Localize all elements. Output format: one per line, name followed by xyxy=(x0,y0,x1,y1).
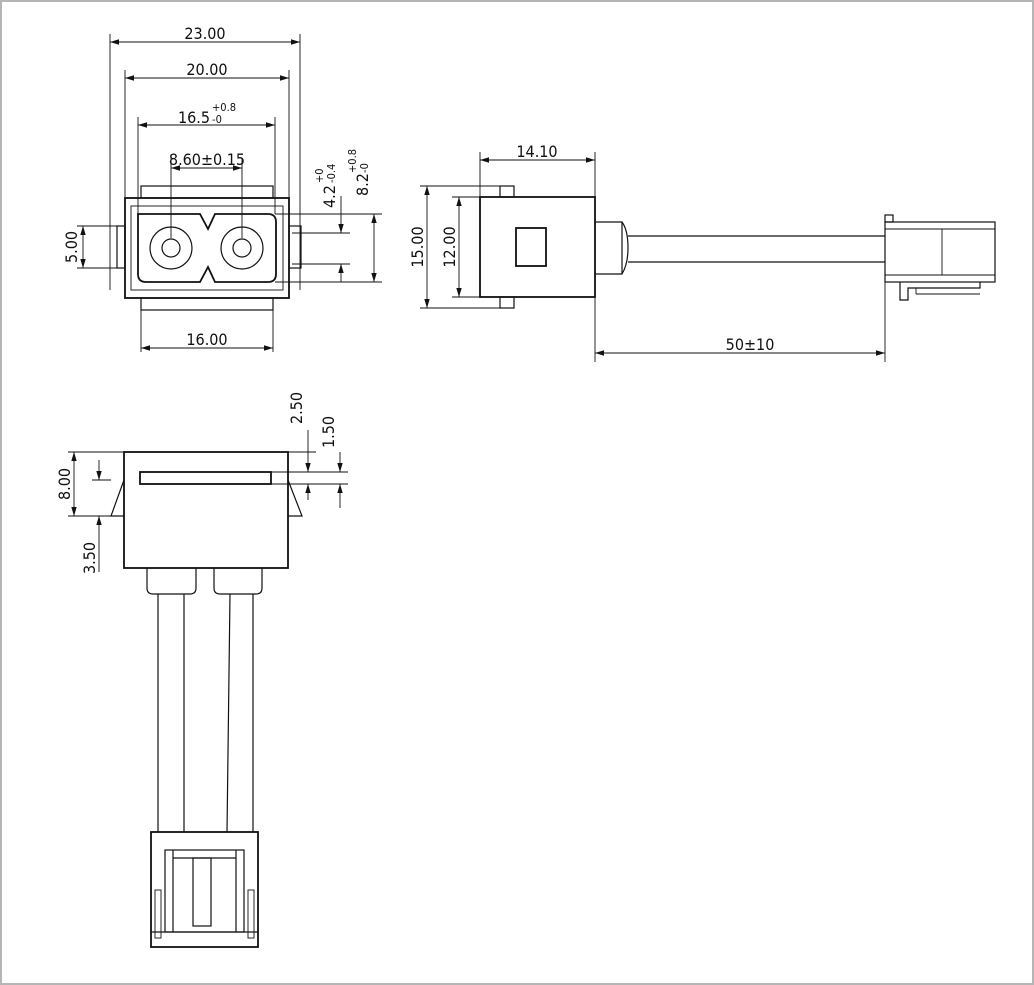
dim-cavity-height: 8.2 xyxy=(353,173,372,196)
top-slot xyxy=(139,471,272,485)
side-window xyxy=(515,227,547,267)
side-terminal-pin xyxy=(884,214,894,223)
top-boot-right xyxy=(213,568,263,595)
dim-latch-position: 8.00 xyxy=(55,468,74,500)
side-housing xyxy=(479,196,596,298)
front-inner-flange xyxy=(130,205,284,291)
dim-inner-width: 16.5 xyxy=(178,108,210,127)
top-boot-left xyxy=(146,568,197,595)
side-top-latch xyxy=(499,185,515,198)
dim-cavity-height-tol-lower: -0 xyxy=(358,163,371,173)
dim-housing-length: 14.10 xyxy=(516,142,557,161)
front-left-key xyxy=(116,225,126,269)
dim-inner-width-tol-lower: -0 xyxy=(212,113,222,126)
top-right-latch xyxy=(287,479,303,517)
top-housing xyxy=(123,451,289,569)
front-pin-left-inner xyxy=(161,238,181,258)
front-bottom-tab xyxy=(140,297,274,311)
front-view: 23.00 20.00 16.5 +0.8 -0 8.60±0.15 4.2 +… xyxy=(62,24,382,352)
side-terminal-latch xyxy=(899,282,981,301)
front-pin-right-inner xyxy=(232,238,252,258)
top-terminal-outer xyxy=(150,831,259,948)
dim-body-height: 12.00 xyxy=(440,226,459,267)
dim-latch-length: 3.50 xyxy=(80,542,99,574)
top-cable-right xyxy=(226,593,254,833)
dim-overall-height: 15.00 xyxy=(408,226,427,267)
top-terminal-contact xyxy=(192,857,212,927)
dim-pin-pitch: 8.60±0.15 xyxy=(169,150,245,169)
top-view: 2.50 1.50 8.00 3.50 xyxy=(55,392,348,948)
dim-rib-height-tol-upper: +0 xyxy=(313,168,326,183)
dim-rib-height-tol-lower: -0.4 xyxy=(325,164,338,183)
dim-rib-height: 4.2 xyxy=(320,185,339,208)
dim-slot-width: 1.50 xyxy=(319,416,338,448)
dim-inner-width-tol-upper: +0.8 xyxy=(212,101,236,114)
dim-cable-length: 50±10 xyxy=(726,335,775,354)
top-terminal-right-rib xyxy=(247,889,255,939)
dim-bottom-width: 16.00 xyxy=(186,330,227,349)
top-terminal-inner xyxy=(164,849,245,933)
dim-key-height: 5.00 xyxy=(62,231,81,263)
dim-body-width: 20.00 xyxy=(186,60,227,79)
top-cable-left xyxy=(157,594,185,832)
side-strain-relief xyxy=(595,221,629,275)
top-left-latch xyxy=(110,479,125,517)
dim-cavity-height-tol-upper: +0.8 xyxy=(346,149,359,173)
dim-slot-offset: 2.50 xyxy=(287,392,306,424)
side-terminal-body xyxy=(884,221,996,283)
top-terminal-left-rib xyxy=(154,889,162,939)
dim-overall-width: 23.00 xyxy=(184,24,225,43)
side-view: 14.10 15.00 12.00 50±10 xyxy=(408,142,996,362)
side-bottom-latch xyxy=(499,296,515,309)
front-top-tab xyxy=(140,185,274,199)
front-right-key xyxy=(288,225,302,269)
front-cavity-outline xyxy=(137,213,277,283)
